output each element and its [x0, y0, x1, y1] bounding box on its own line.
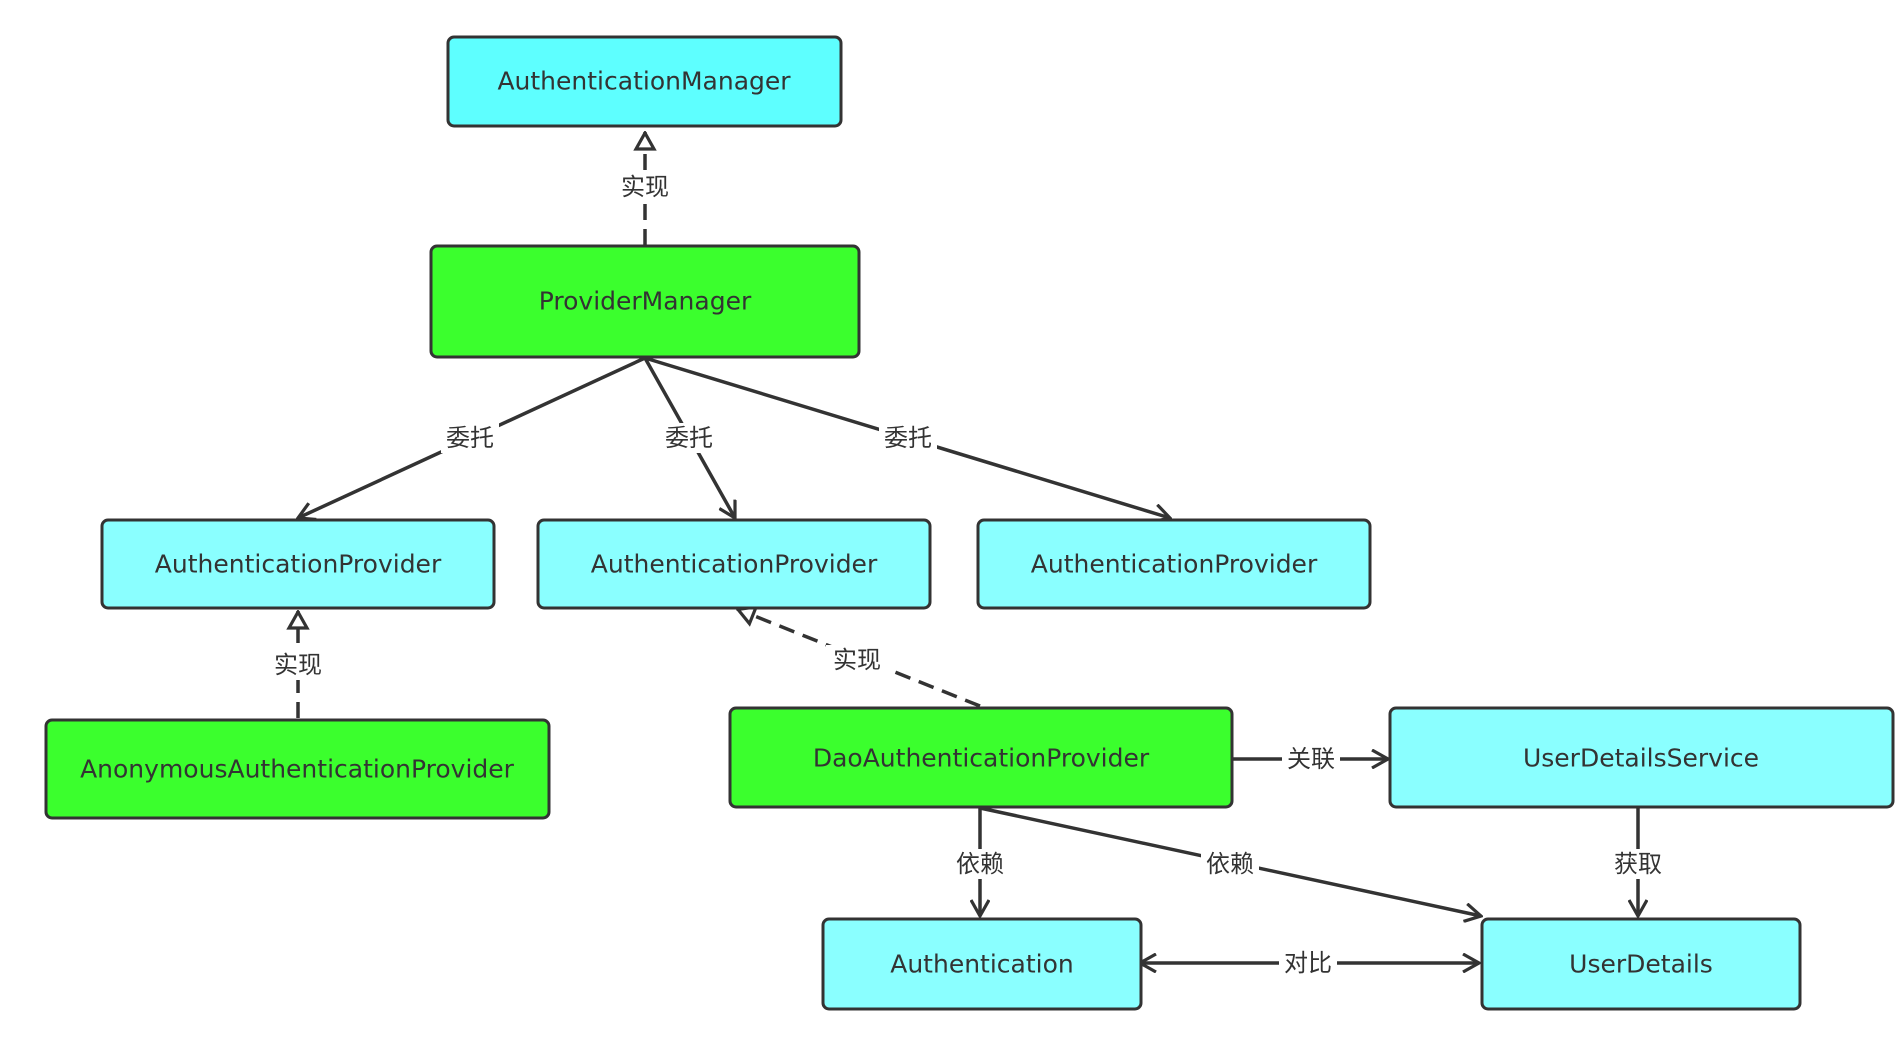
node-label: UserDetails [1569, 950, 1713, 979]
node-label: Authentication [890, 950, 1074, 979]
node-authentication-manager[interactable]: AuthenticationManager [446, 35, 843, 128]
edge-label-compare: 对比 [1284, 949, 1332, 977]
edge-label-depends: 依赖 [1206, 850, 1254, 878]
node-authentication[interactable]: Authentication [821, 917, 1143, 1011]
node-label: AnonymousAuthenticationProvider [80, 755, 515, 784]
node-label: ProviderManager [539, 287, 752, 316]
node-label: AuthenticationProvider [591, 550, 878, 579]
node-anonymous-authentication-provider[interactable]: AnonymousAuthenticationProvider [44, 718, 551, 820]
edge-label-implements: 实现 [274, 651, 322, 679]
edge-auth-compare-ud: 对比 [1140, 948, 1479, 978]
node-dao-authentication-provider[interactable]: DaoAuthenticationProvider [728, 706, 1234, 809]
edge-pm-delegates-ap3: 委托 [644, 356, 1170, 518]
node-label: DaoAuthenticationProvider [813, 744, 1150, 773]
edge-label-gets: 获取 [1614, 850, 1662, 878]
edge-label-associates: 关联 [1287, 745, 1335, 773]
edge-dao-implements-ap2: 实现 [737, 609, 981, 708]
node-user-details-service[interactable]: UserDetailsService [1388, 706, 1895, 809]
node-authentication-provider-3[interactable]: AuthenticationProvider [976, 518, 1372, 610]
edge-label-depends: 依赖 [956, 850, 1004, 878]
node-label: AuthenticationProvider [1031, 550, 1318, 579]
edge-dao-assoc-uds: 关联 [1233, 744, 1388, 774]
edge-label-delegates: 委托 [446, 424, 494, 452]
edge-anon-implements-ap1: 实现 [267, 611, 329, 718]
edge-label-implements: 实现 [621, 173, 669, 201]
edge-label-implements: 实现 [833, 646, 881, 674]
edge-pm-implements-am: 实现 [614, 132, 676, 245]
edge-dao-depends-ud: 依赖 [979, 806, 1481, 916]
node-authentication-provider-2[interactable]: AuthenticationProvider [536, 518, 932, 610]
edge-pm-delegates-ap1: 委托 [298, 356, 646, 518]
node-label: AuthenticationProvider [155, 550, 442, 579]
node-label: AuthenticationManager [497, 67, 791, 96]
edge-uds-gets-ud: 获取 [1609, 807, 1667, 916]
edge-label-delegates: 委托 [665, 424, 713, 452]
edge-label-delegates: 委托 [884, 424, 932, 452]
node-label: UserDetailsService [1523, 744, 1759, 773]
edge-dao-depends-auth: 依赖 [951, 808, 1009, 916]
edge-pm-delegates-ap2: 委托 [643, 357, 735, 518]
node-provider-manager[interactable]: ProviderManager [429, 244, 861, 359]
node-user-details[interactable]: UserDetails [1480, 917, 1802, 1011]
node-authentication-provider-1[interactable]: AuthenticationProvider [100, 518, 496, 610]
